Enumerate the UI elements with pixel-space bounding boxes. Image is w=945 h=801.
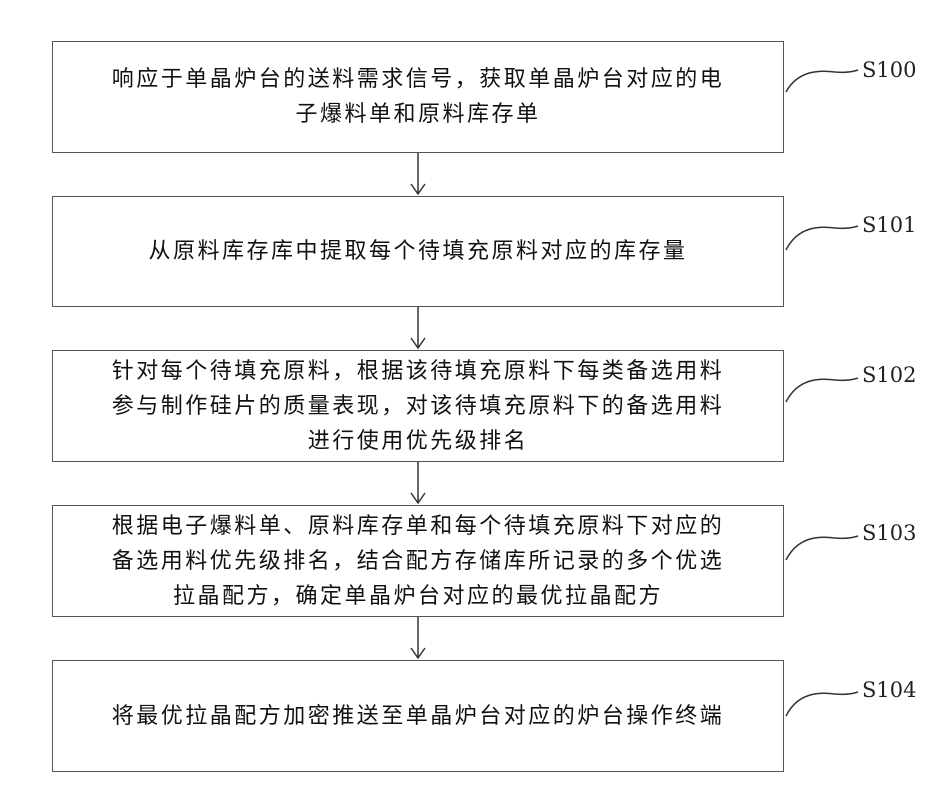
- step-label-s104: S104: [862, 678, 916, 702]
- step-text-s102: 针对每个待填充原料，根据该待填充原料下每类备选用料 参与制作硅片的质量表现，对该…: [53, 354, 783, 459]
- step-box-s102: 针对每个待填充原料，根据该待填充原料下每类备选用料 参与制作硅片的质量表现，对该…: [52, 350, 784, 462]
- leader-s103: [786, 536, 858, 560]
- arrowhead-s102-s103: [411, 493, 425, 503]
- step-box-s101: 从原料库存库中提取每个待填充原料对应的库存量: [52, 196, 784, 307]
- leader-s100: [786, 70, 858, 92]
- leader-lines: [786, 70, 858, 716]
- step-box-s103: 根据电子爆料单、原料库存单和每个待填充原料下对应的 备选用料优先级排名，结合配方…: [52, 505, 784, 617]
- leader-s104: [786, 692, 858, 716]
- step-label-s102: S102: [862, 363, 916, 387]
- arrowhead-s100-s101: [411, 184, 425, 194]
- step-text-s104: 将最优拉晶配方加密推送至单晶炉台对应的炉台操作终端: [53, 699, 783, 734]
- arrowhead-s103-s104: [411, 648, 425, 658]
- step-label-s103: S103: [862, 521, 916, 545]
- step-label-s100: S100: [862, 58, 916, 82]
- step-box-s104: 将最优拉晶配方加密推送至单晶炉台对应的炉台操作终端: [52, 660, 784, 772]
- step-box-s100: 响应于单晶炉台的送料需求信号，获取单晶炉台对应的电 子爆料单和原料库存单: [52, 41, 784, 153]
- step-text-s103: 根据电子爆料单、原料库存单和每个待填充原料下对应的 备选用料优先级排名，结合配方…: [53, 509, 783, 614]
- leader-s102: [786, 378, 858, 402]
- step-label-s101: S101: [862, 213, 916, 237]
- leader-s101: [786, 226, 858, 250]
- step-text-s100: 响应于单晶炉台的送料需求信号，获取单晶炉台对应的电 子爆料单和原料库存单: [53, 62, 783, 132]
- step-text-s101: 从原料库存库中提取每个待填充原料对应的库存量: [53, 234, 783, 269]
- arrowhead-s101-s102: [411, 338, 425, 348]
